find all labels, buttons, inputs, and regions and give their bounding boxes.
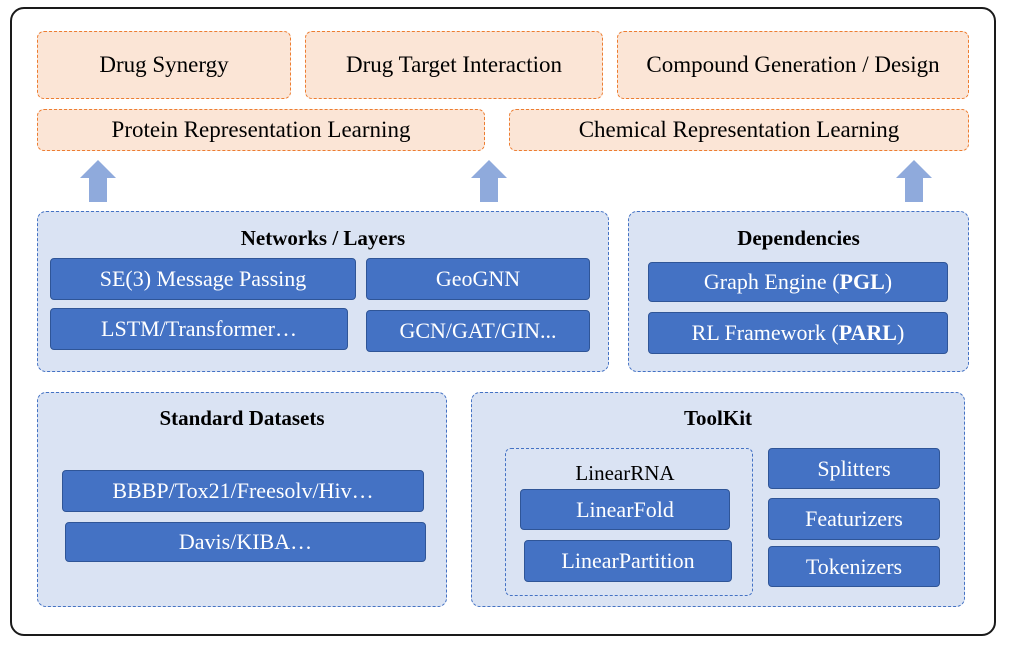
standard-datasets-title: Standard Datasets [159, 406, 325, 430]
app-protein-representation: Protein Representation Learning [37, 109, 485, 151]
network-item-lstm: LSTM/Transformer… [50, 308, 348, 350]
networks-layers-title: Networks / Layers [240, 226, 406, 250]
toolkit-title: ToolKit [683, 406, 753, 430]
network-item-gcn: GCN/GAT/GIN... [366, 310, 590, 352]
dependency-parl-end: ) [896, 320, 905, 345]
up-arrow-icon [896, 160, 932, 202]
linearpartition-item: LinearPartition [524, 540, 732, 582]
network-item-geognn: GeoGNN [366, 258, 590, 300]
dependency-parl-text: RL Framework ( [691, 320, 839, 345]
app-chemical-representation: Chemical Representation Learning [509, 109, 969, 151]
toolkit-tokenizers: Tokenizers [768, 546, 940, 587]
dependency-pgl-end: ) [884, 269, 893, 294]
dependency-pgl: Graph Engine (PGL) [648, 262, 948, 302]
linearfold-item: LinearFold [520, 489, 730, 530]
linearrna-group [505, 448, 753, 596]
dependencies-title: Dependencies [737, 226, 860, 250]
toolkit-splitters: Splitters [768, 448, 940, 489]
up-arrow-icon [80, 160, 116, 202]
dependency-pgl-bold: PGL [839, 269, 885, 294]
linearrna-label: LinearRNA [575, 461, 675, 485]
network-item-se3: SE(3) Message Passing [50, 258, 356, 300]
app-compound-generation: Compound Generation / Design [617, 31, 969, 99]
dependency-pgl-text: Graph Engine ( [703, 269, 840, 294]
up-arrow-icon [471, 160, 507, 202]
outer-frame [10, 7, 996, 636]
app-drug-synergy: Drug Synergy [37, 31, 291, 99]
dependency-parl: RL Framework (PARL) [648, 312, 948, 354]
dependency-parl-bold: PARL [838, 320, 897, 345]
app-drug-target-interaction: Drug Target Interaction [305, 31, 603, 99]
toolkit-featurizers: Featurizers [768, 498, 940, 540]
dataset-item-bbbp: BBBP/Tox21/Freesolv/Hiv… [62, 470, 424, 512]
dataset-item-davis: Davis/KIBA… [65, 522, 426, 562]
